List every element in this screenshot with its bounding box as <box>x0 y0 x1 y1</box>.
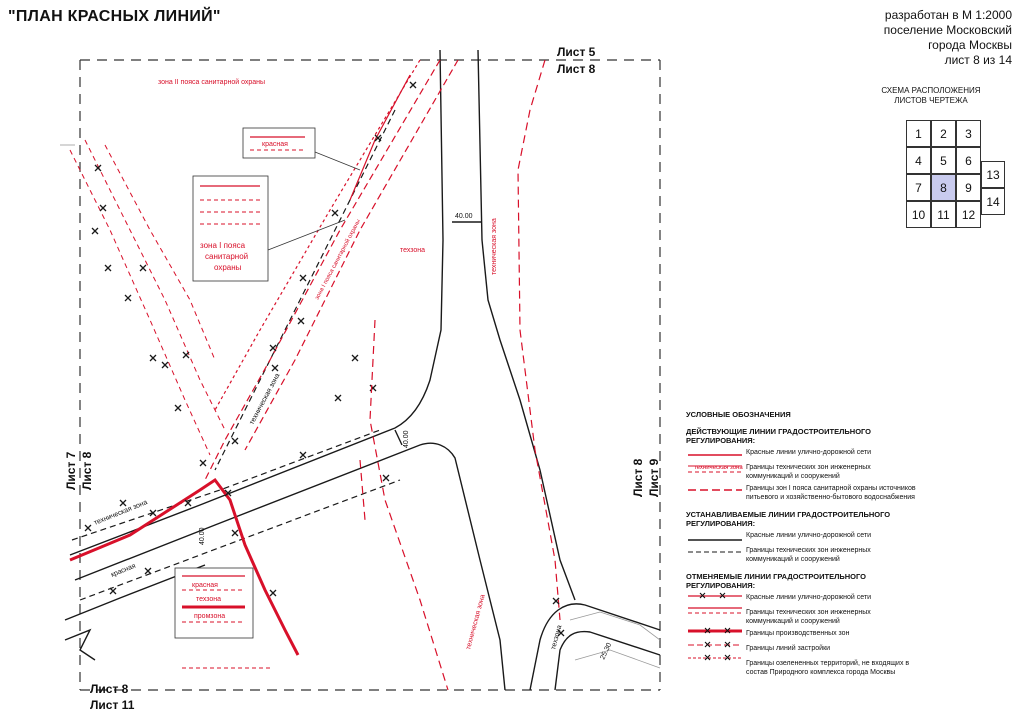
label-promzona: промзона <box>194 613 225 620</box>
label-tech-zone-diag: техническая зона <box>249 372 282 426</box>
sheet-top-a: Лист 5 <box>557 45 596 59</box>
scheme-cell-9: 9 <box>956 174 981 201</box>
sheet-bottom-b: Лист 11 <box>90 698 135 712</box>
label-tech-zone-right: техническая зона <box>491 218 498 275</box>
cancelled-crosses-left <box>91 164 207 467</box>
callout-box-mid <box>192 175 346 282</box>
label-dim-40a: 40.00 <box>455 213 473 220</box>
label-texzona-b: техзона <box>196 596 221 603</box>
scheme-cell-6: 6 <box>956 147 981 174</box>
legend-cancelled-heading: ОТМЕНЯЕМЫЕ ЛИНИИ ГРАДОСТРОИТЕЛЬНОГО РЕГУ… <box>686 572 866 590</box>
settlement-line2: города Москвы <box>928 38 1012 52</box>
legend-c5: Границы озелененных территорий, не входя… <box>746 660 910 676</box>
callout-box-bottom <box>174 567 270 669</box>
legend-c4: Границы линий застройки <box>746 645 831 652</box>
header-info: разработан в М 1:2000 поселение Московск… <box>832 8 1012 68</box>
label-dim-2530: 25.30 <box>599 642 613 661</box>
scheme-cell-1: 1 <box>906 120 931 147</box>
label-zone1-b: санитарной <box>205 252 248 261</box>
cancelled-crosses-upper <box>231 81 417 459</box>
scheme-title-line2: ЛИСТОВ ЧЕРТЕЖА <box>894 96 968 105</box>
scheme-cell-8-active: 8 <box>931 174 956 201</box>
scheme-cell-3: 3 <box>956 120 981 147</box>
label-tech-zone: техническая зона <box>465 594 486 651</box>
legend-c3: Границы производственных зон <box>746 630 850 637</box>
sheet-right-a: Лист 8 <box>631 458 645 497</box>
label-tech-zone-left: техническая зона <box>93 499 148 527</box>
sheet-left-b: Лист 8 <box>80 451 94 490</box>
scheme-cell-13: 13 <box>981 161 1005 188</box>
sheet-left-a: Лист 7 <box>64 451 78 490</box>
road-vertical <box>394 49 576 601</box>
scheme-title: СХЕМА РАСПОЛОЖЕНИЯ ЛИСТОВ ЧЕРТЕЖА <box>856 86 1006 106</box>
label-dim-40b: 40.00 <box>403 430 410 448</box>
map-labels: зона II пояса санитарной охраны красная … <box>93 78 613 661</box>
legend-row-c2: Границы технических зон инженерных комму… <box>686 608 916 626</box>
legend-e1: Красные линии улично-дорожной сети <box>746 449 872 456</box>
red-diagonal-left <box>69 139 226 456</box>
label-zone1-c: охраны <box>214 263 242 272</box>
label-texzona: техзона <box>400 247 425 254</box>
legend-row-e3: Границы зон I пояса санитарной охраны ис… <box>686 484 916 502</box>
legend-c1: Красные линии улично-дорожной сети <box>746 594 872 601</box>
road-curve <box>529 603 661 691</box>
label-zone1-road: зона I пояса санитарной охраны <box>314 218 362 301</box>
legend-s2: Границы технических зон инженерных комму… <box>746 547 871 563</box>
production-zone-crosses <box>84 489 277 597</box>
label-zone2: зона II пояса санитарной охраны <box>158 78 265 86</box>
scheme-cell-5: 5 <box>931 147 956 174</box>
legend-row-s2: Границы технических зон инженерных комму… <box>686 546 916 564</box>
legend-e3: Границы зон I пояса санитарной охраны ис… <box>746 485 916 501</box>
label-zone1-a: зона I пояса <box>200 241 246 250</box>
scheme-cell-4: 4 <box>906 147 931 174</box>
callout-box-top <box>242 127 361 171</box>
sheet-top-b: Лист 8 <box>557 62 596 76</box>
scheme-title-line1: СХЕМА РАСПОЛОЖЕНИЯ <box>881 86 981 95</box>
legend-s1: Красные линии улично-дорожной сети <box>746 532 872 539</box>
legend-c2: Границы технических зон инженерных комму… <box>746 609 871 625</box>
scheme-cell-14: 14 <box>981 188 1005 215</box>
legend-title: УСЛОВНЫЕ ОБОЗНАЧЕНИЯ <box>686 410 791 419</box>
sheet-layout-scheme: 1 2 3 4 5 6 7 8 9 10 11 12 13 14 <box>906 120 1005 230</box>
legend-row-e2: Границы технических зон инженерных комму… <box>686 463 916 481</box>
scale-text: разработан в М 1:2000 <box>884 8 1012 22</box>
legend-row-s1: Красные линии улично-дорожной сети <box>686 531 916 543</box>
label-red-top: красная <box>262 141 288 148</box>
production-zone-line <box>69 477 300 656</box>
terrain-contours <box>60 144 661 669</box>
label-dim-40c: 40.00 <box>199 527 206 545</box>
legend-established-heading: УСТАНАВЛИВАЕМЫЕ ЛИНИИ ГРАДОСТРОИТЕЛЬНОГО… <box>686 510 891 528</box>
sheet-info: лист 8 из 14 <box>944 53 1012 67</box>
legend: УСЛОВНЫЕ ОБОЗНАЧЕНИЯ ДЕЙСТВУЮЩИЕ ЛИНИИ Г… <box>686 410 916 677</box>
legend-row-c3: Границы производственных зон <box>686 629 916 641</box>
red-diagonal-upper <box>204 59 459 481</box>
legend-row-c4: Границы линий застройки <box>686 644 916 656</box>
legend-sym-tech: техническая зона <box>694 465 743 471</box>
sheet-bottom-a: Лист 8 <box>90 682 129 696</box>
legend-existing-heading: ДЕЙСТВУЮЩИЕ ЛИНИИ ГРАДОСТРОИТЕЛЬНОГО РЕГ… <box>686 427 872 445</box>
legend-row-c1: Красные линии улично-дорожной сети <box>686 593 916 605</box>
scheme-cell-7: 7 <box>906 174 931 201</box>
page-title: "ПЛАН КРАСНЫХ ЛИНИЙ" <box>8 8 221 25</box>
red-dashed-verticals <box>359 59 561 691</box>
settlement-line1: поселение Московский <box>883 23 1012 37</box>
red-dashed-right-crosses <box>382 474 565 637</box>
label-krasnaya-b: красная <box>192 582 218 589</box>
scheme-cell-11: 11 <box>931 201 956 228</box>
scheme-cell-12: 12 <box>956 201 981 228</box>
legend-row-c5: Границы озелененных территорий, не входя… <box>686 659 916 677</box>
legend-e2: Границы технических зон инженерных комму… <box>746 464 871 480</box>
sheet-frame <box>79 59 661 691</box>
scheme-cell-10: 10 <box>906 201 931 228</box>
legend-symbols: техническая зона <box>688 454 743 661</box>
sheet-right-b: Лист 9 <box>647 458 661 497</box>
road-main <box>64 427 506 691</box>
tech-zone-black <box>71 109 401 601</box>
scheme-cell-2: 2 <box>931 120 956 147</box>
legend-row-e1: Красные линии улично-дорожной сети <box>686 448 916 460</box>
